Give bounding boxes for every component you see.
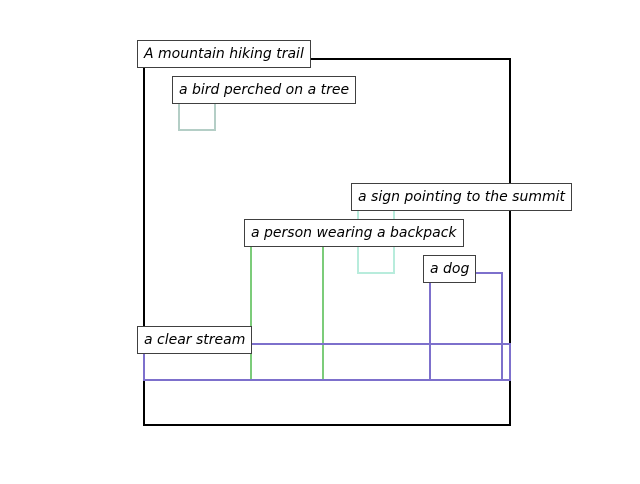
stream-label: a clear stream [137,326,253,354]
person-label: a person wearing a backpack [244,219,464,247]
person-box [250,236,324,381]
stream-box [143,343,511,381]
dog-box [429,272,503,381]
sign-label: a sign pointing to the summit [351,183,572,211]
dog-label: a dog [423,255,477,283]
scene-frame [143,58,511,426]
caption-label: A mountain hiking trail [137,40,311,68]
bird-label: a bird perched on a tree [172,76,357,104]
